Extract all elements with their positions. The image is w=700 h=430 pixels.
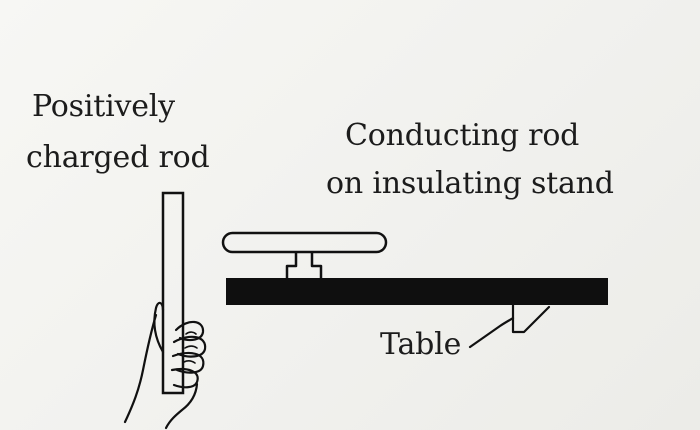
conducting-rod-label-line2: on insulating stand [326, 166, 614, 201]
charged-rod-label-line1: Positively [32, 89, 175, 124]
table-label: Table [380, 327, 462, 362]
table [226, 278, 608, 305]
charged-rod [161, 191, 185, 395]
insulating-stand [285, 252, 323, 282]
hand [123, 301, 207, 430]
charged-rod-label-line2: charged rod [26, 140, 210, 175]
conducting-rod-label-line1: Conducting rod [345, 118, 580, 153]
conducting-rod [221, 231, 388, 254]
table-pointer [468, 303, 551, 349]
